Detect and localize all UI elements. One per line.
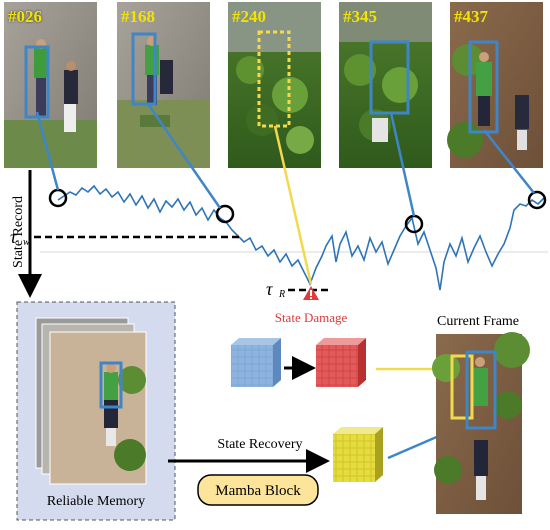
tracking-box-blue (465, 350, 497, 430)
connector-line (389, 112, 416, 217)
state-damage-label: State Damage (275, 310, 348, 325)
tracking-box-blue (99, 361, 123, 409)
tracking-box-yellow (257, 30, 291, 128)
mamba-block-label: Mamba Block (215, 483, 301, 499)
tracking-box-blue (468, 40, 499, 134)
state-cube-blue (231, 338, 281, 387)
state-cube-yellow (333, 427, 383, 482)
tau-w-subscript: w (23, 237, 30, 248)
state-recovery-label: State Recovery (217, 437, 302, 452)
frame-number: #437 (454, 7, 489, 26)
frame-number: #345 (343, 7, 377, 26)
record-circle (48, 188, 68, 208)
connector-line (146, 103, 222, 209)
tau-r-label: τ (266, 279, 273, 299)
current-frame-label: Current Frame (437, 314, 519, 329)
tracking-box-blue (24, 45, 50, 119)
state-curve (57, 184, 545, 291)
tau-w-label: τ (10, 227, 17, 247)
record-circle (215, 204, 235, 224)
tracking-box-blue (369, 40, 410, 115)
frame-number: #026 (8, 7, 42, 26)
reliable-memory-label: Reliable Memory (47, 494, 145, 509)
frame-026 (4, 2, 97, 168)
state-record-label: State Record (11, 196, 26, 268)
connector-line-yellow (273, 125, 313, 285)
tracking-box-yellow (450, 354, 474, 420)
connector-line (35, 111, 60, 191)
tau-r-subscript: R (278, 289, 285, 300)
state-cube-red (316, 338, 366, 387)
frame-number: #168 (121, 7, 155, 26)
record-circle (527, 190, 547, 210)
frame-240 (228, 2, 321, 168)
frame-number: #240 (232, 7, 266, 26)
memory-frame-stack (35, 317, 147, 485)
tracking-box-blue (131, 32, 157, 106)
mamba-block-button (197, 474, 319, 506)
current-frame-image (432, 332, 530, 514)
connector-line (483, 129, 535, 194)
frame-168 (117, 2, 210, 168)
warning-icon (303, 286, 319, 300)
frame-437 (447, 2, 543, 168)
frame-345 (339, 2, 432, 168)
